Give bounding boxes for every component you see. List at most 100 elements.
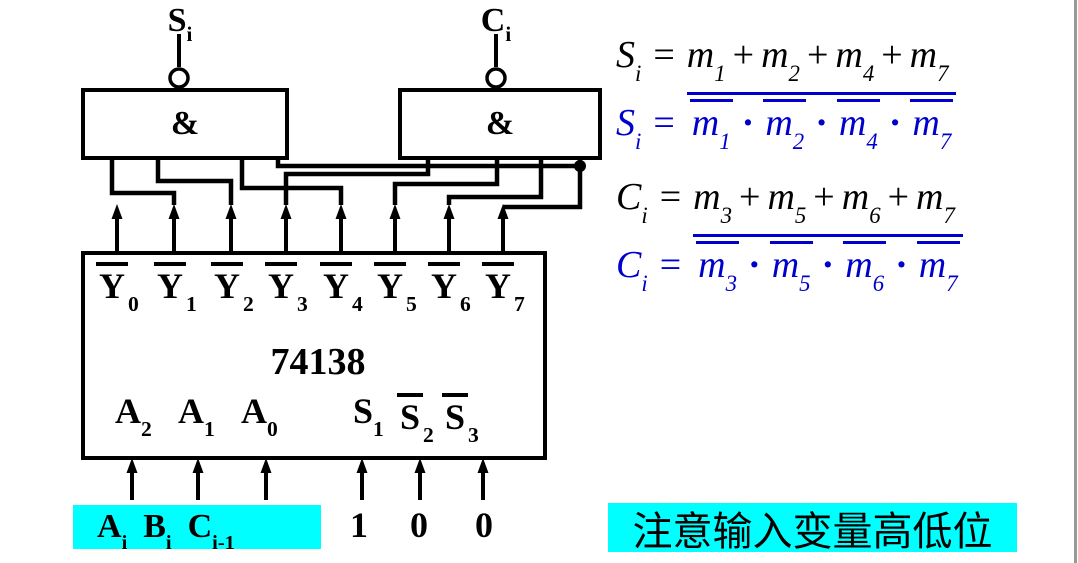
- s1-sub: 1: [373, 416, 384, 441]
- term-m5-bar: m5: [769, 241, 813, 295]
- si-sub: i: [186, 22, 193, 47]
- term-m3-bar: m3: [696, 241, 739, 295]
- term-m2: m2: [761, 34, 800, 86]
- ai-sub: i: [121, 532, 128, 555]
- s2-sub: 2: [423, 422, 434, 447]
- nand-gate-left-box: [81, 88, 289, 160]
- nand-gate-right-box: [398, 88, 602, 160]
- constant-input-s1: 1: [344, 504, 374, 546]
- wire-y1-to-left-gate: [109, 158, 177, 205]
- and-symbol: &: [170, 105, 200, 142]
- plus-sign: +: [881, 34, 903, 76]
- wire-y3-to-right-gate: [283, 158, 431, 205]
- formula-si-nand: Si=m1·m2·m4·m7: [616, 92, 957, 153]
- ai-base: A: [97, 508, 122, 545]
- const-1: 1: [350, 505, 368, 545]
- inverter-bubble-left: [168, 67, 190, 89]
- term-m3: m3: [693, 176, 732, 228]
- y1-sub: 1: [186, 291, 197, 316]
- term-m2-bar: m2: [763, 99, 807, 153]
- s3-base: S: [445, 397, 466, 437]
- arrow-up-icon: [443, 204, 455, 219]
- decoder-input-label-a0: A0: [241, 391, 278, 440]
- arrow-up-icon: [477, 458, 489, 473]
- junction-dot-y7: [574, 160, 586, 172]
- const-0a: 0: [410, 505, 428, 545]
- dot-operator: ·: [888, 102, 902, 144]
- outer-overline: m1·m2·m4·m7: [686, 92, 957, 153]
- a2-base: A: [115, 391, 141, 431]
- wires-right-gate: [283, 158, 583, 210]
- decoder-name-text: 74138: [270, 341, 366, 383]
- slide-right-border: [1074, 0, 1077, 563]
- term-m7-bar: m7: [910, 99, 954, 153]
- y2-sub: 2: [243, 291, 254, 316]
- decoder-input-arrows: [126, 458, 489, 500]
- a0-sub: 0: [267, 416, 278, 441]
- y4-sub: 4: [352, 291, 363, 316]
- y0-sub: 0: [128, 291, 139, 316]
- dot-operator: ·: [748, 244, 761, 286]
- term-m4: m4: [835, 34, 875, 86]
- arrow-up-icon: [389, 204, 401, 219]
- constant-input-s2: 0: [404, 504, 434, 546]
- plus-sign: +: [806, 34, 829, 76]
- term-m7-bar: m7: [916, 241, 960, 295]
- arrow-up-icon: [497, 204, 509, 219]
- formula-lhs: Ci: [616, 244, 648, 296]
- arrow-up-icon: [356, 458, 368, 473]
- ci1-base: C: [187, 508, 213, 545]
- arrow-up-icon: [168, 204, 180, 219]
- term-m6-bar: m6: [843, 241, 887, 295]
- inverter-bubble-right: [485, 67, 507, 89]
- input-var-ai: Ai: [97, 508, 127, 553]
- ci1-sub: i-1: [212, 532, 235, 555]
- ci-base: C: [480, 2, 506, 39]
- y2-base: Y: [214, 266, 240, 306]
- term-m7: m7: [916, 176, 955, 228]
- y7-base: Y: [485, 266, 511, 306]
- wire-y7-to-right-gate: [503, 158, 583, 210]
- nand-gate-right-symbol: &: [400, 92, 600, 156]
- ci-output-label: Ci: [468, 2, 524, 45]
- decoder-name: 74138: [218, 343, 418, 381]
- ci-sub: i: [505, 22, 512, 47]
- input-var-ci-1: Ci-1: [187, 508, 235, 553]
- wire-y2-to-left-gate: [155, 158, 234, 205]
- term-m1: m1: [686, 34, 726, 86]
- outer-overline: m3·m5·m6·m7: [693, 234, 963, 295]
- equals-sign: =: [653, 34, 675, 76]
- s3-sub: 3: [468, 422, 479, 447]
- si-base: S: [167, 2, 187, 39]
- wire-y6-to-right-gate: [446, 158, 544, 205]
- bi-base: B: [143, 508, 166, 545]
- arrow-up-icon: [414, 458, 426, 473]
- arrow-up-icon: [192, 458, 204, 473]
- input-variables-highlight: Ai Bi Ci-1: [73, 505, 321, 553]
- y5-sub: 5: [406, 291, 417, 316]
- arrow-up-icon: [126, 458, 138, 473]
- term-m1-bar: m1: [689, 99, 733, 153]
- a0-base: A: [241, 391, 267, 431]
- y1-base: Y: [157, 266, 183, 306]
- note-text: 注意输入变量高低位: [632, 509, 993, 554]
- y7-sub: 7: [514, 291, 525, 316]
- formula-ci-nand: Ci=m3·m5·m6·m7: [616, 234, 963, 296]
- term-m6: m6: [841, 176, 881, 228]
- arrow-up-icon: [260, 458, 272, 473]
- nand-gate-left-symbol: &: [83, 92, 287, 156]
- dot-operator: ·: [815, 102, 828, 144]
- plus-sign: +: [732, 34, 755, 76]
- formula-ci-sum: Ci=m3+m5+m6+m7: [616, 176, 955, 228]
- a1-sub: 1: [204, 416, 215, 441]
- y6-base: Y: [431, 266, 457, 306]
- arrow-up-icon: [335, 204, 347, 219]
- formula-si-sum: Si=m1+m2+m4+m7: [616, 34, 949, 86]
